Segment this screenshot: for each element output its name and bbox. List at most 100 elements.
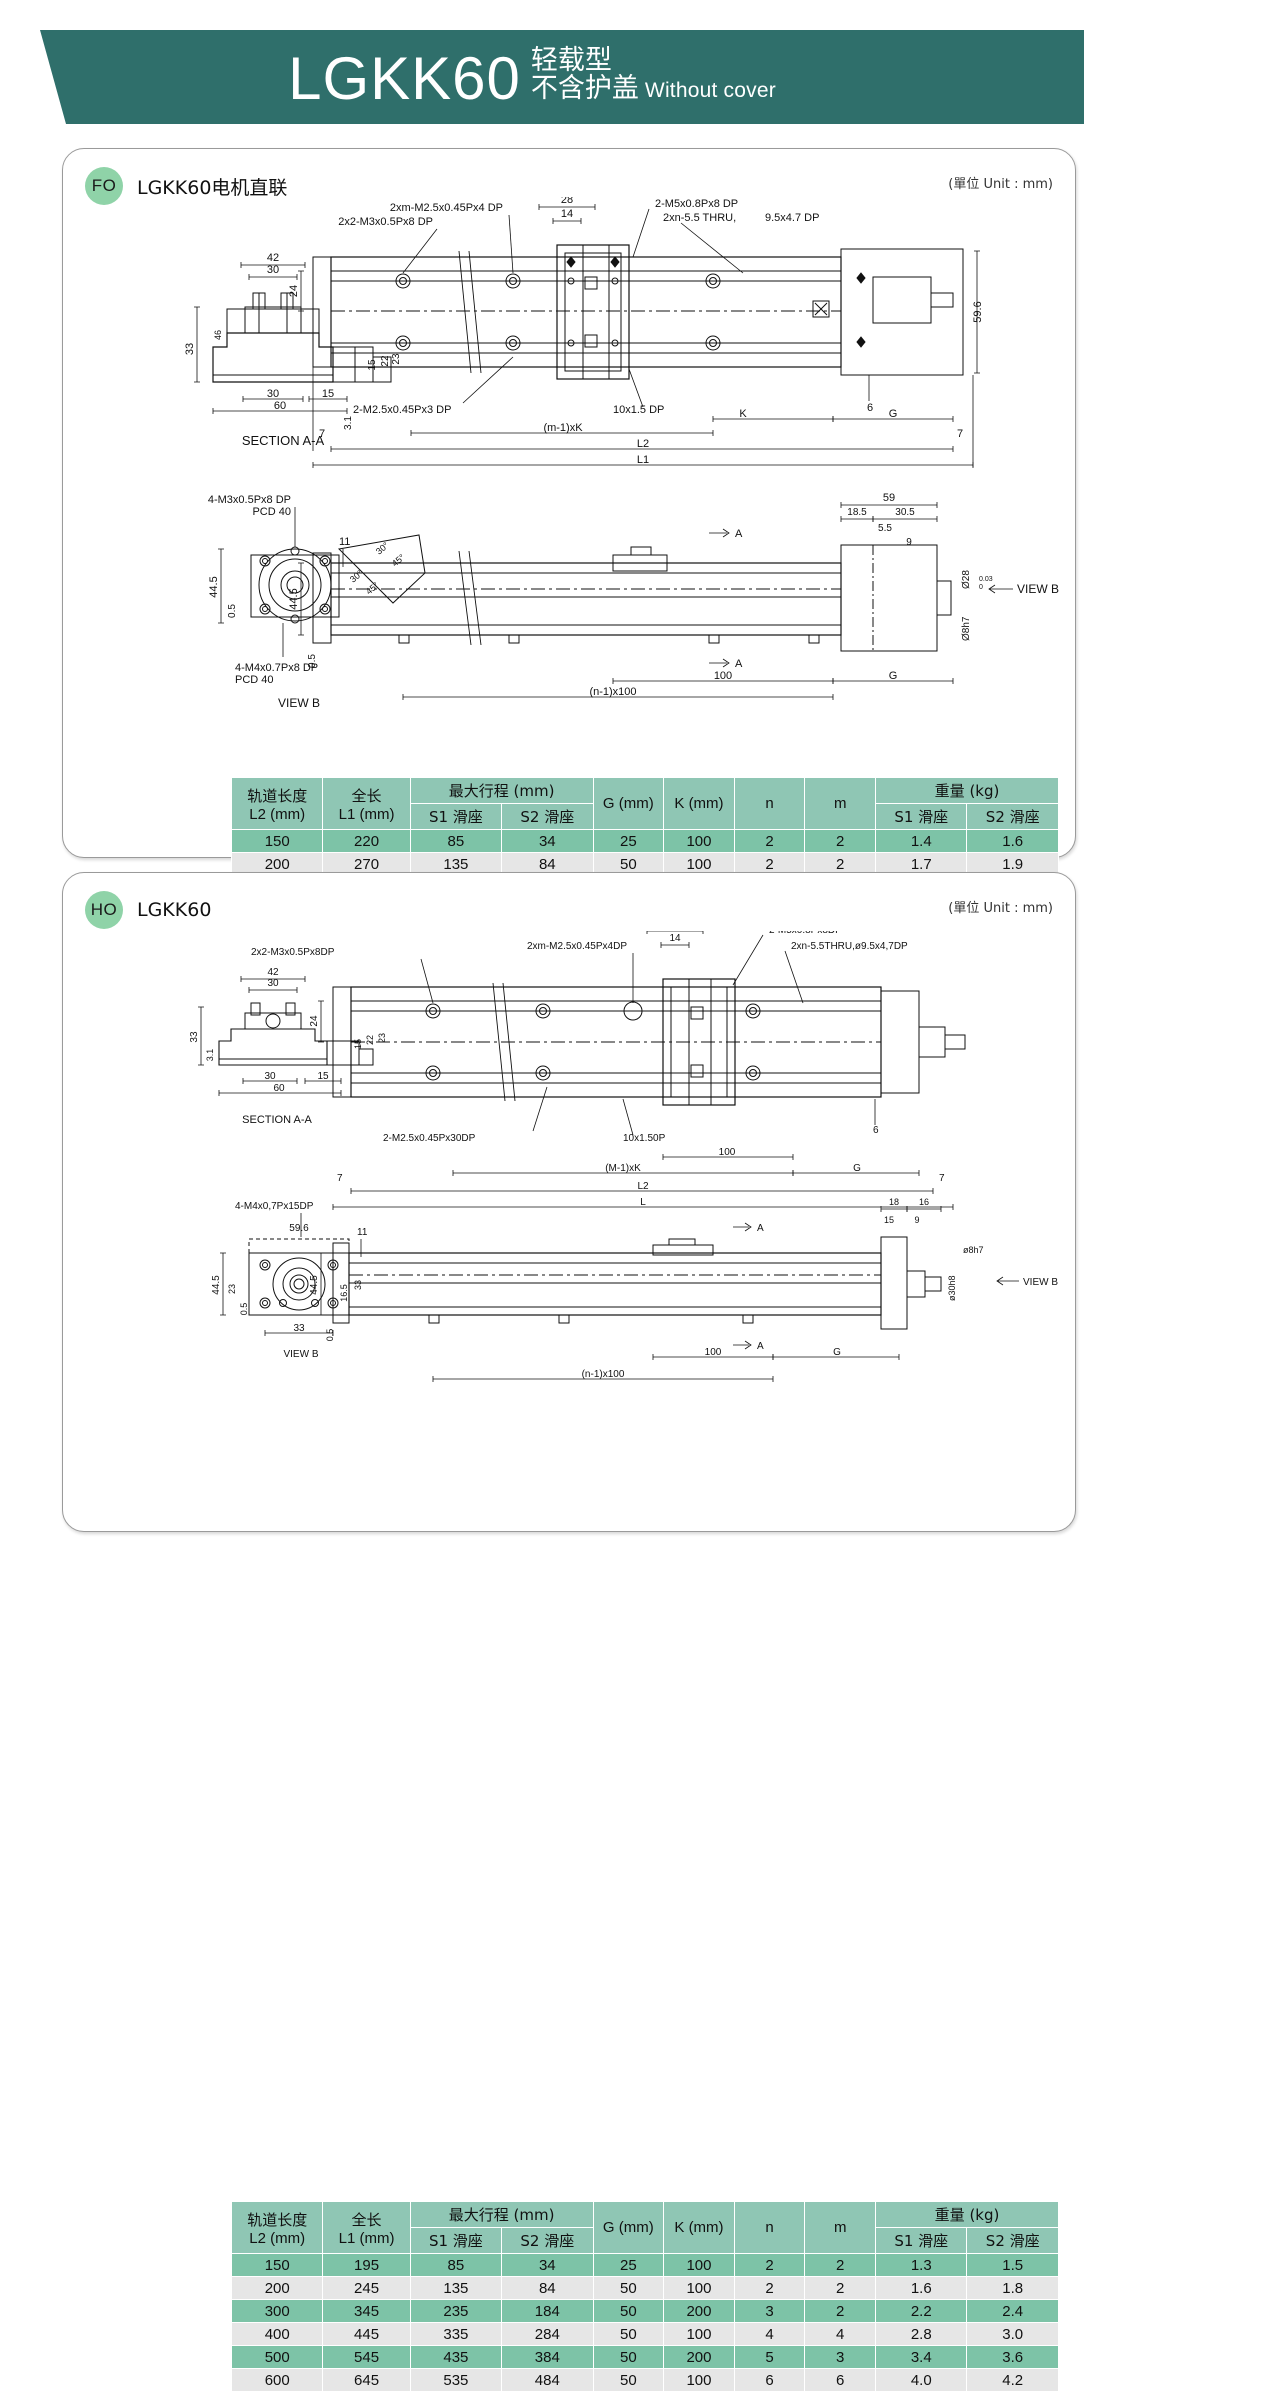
th-l2: 轨道长度 L2 (mm) <box>230 777 324 830</box>
table-cell: 50 <box>592 2276 665 2300</box>
table-cell: 1.5 <box>966 2253 1059 2277</box>
th-m: m <box>804 2201 877 2254</box>
panel-ho: HO LGKK60 (單位 Unit : mm) 42 <box>62 872 1076 2392</box>
th-g: G (mm) <box>592 777 665 830</box>
banner-subtitle-line1: 轻载型 <box>530 44 612 76</box>
svg-text:22: 22 <box>365 1035 375 1045</box>
th-l1: 全长 L1 (mm) <box>322 2201 411 2254</box>
table-cell: 400 <box>230 2322 324 2346</box>
table-cell: 100 <box>663 2322 735 2346</box>
table-cell: 500 <box>230 2345 324 2369</box>
svg-text:30: 30 <box>267 264 279 276</box>
svg-text:7: 7 <box>319 428 325 440</box>
table-cell: 50 <box>592 2322 665 2346</box>
table-cell: 50 <box>592 2299 665 2323</box>
svg-text:Ø8h7: Ø8h7 <box>961 616 972 641</box>
svg-text:18.5: 18.5 <box>847 507 867 518</box>
th-weight-s1: S1 滑座 <box>875 803 968 830</box>
th-g: G (mm) <box>592 2201 665 2254</box>
table-cell: 1.9 <box>966 852 1059 876</box>
th-l2-line2: L2 (mm) <box>249 805 306 823</box>
svg-text:0.5: 0.5 <box>307 654 318 668</box>
table-cell: 6 <box>733 2368 806 2392</box>
svg-text:33: 33 <box>184 343 196 355</box>
table-cell: 100 <box>663 2276 735 2300</box>
table-cell: 34 <box>501 2253 594 2277</box>
th-l2: 轨道长度 L2 (mm) <box>230 2201 324 2254</box>
svg-text:A: A <box>735 658 743 670</box>
svg-text:ø30h8: ø30h8 <box>947 1275 957 1301</box>
panel-ho-unit-note: (單位 Unit : mm) <box>948 901 1053 916</box>
panel-ho-header: HO LGKK60 <box>85 891 211 929</box>
svg-text:10x1.5 DP: 10x1.5 DP <box>613 404 664 416</box>
svg-text:0.03: 0.03 <box>979 576 993 583</box>
table-cell: 3.0 <box>966 2322 1059 2346</box>
svg-text:G: G <box>833 1347 841 1358</box>
svg-text:4-M4x0.7Px8 DP: 4-M4x0.7Px8 DP <box>235 662 318 674</box>
svg-text:9: 9 <box>914 1215 919 1225</box>
svg-text:30: 30 <box>267 388 279 400</box>
table-cell: 2.8 <box>875 2322 968 2346</box>
table-cell: 1.6 <box>966 829 1059 853</box>
svg-text:14: 14 <box>561 208 573 220</box>
svg-text:Ø28: Ø28 <box>961 570 972 589</box>
svg-text:44.5: 44.5 <box>288 588 300 609</box>
svg-text:G: G <box>853 1163 861 1174</box>
table-cell: 484 <box>501 2368 594 2392</box>
table-cell: 50 <box>592 2345 665 2369</box>
svg-text:9: 9 <box>906 537 912 548</box>
table-cell: 2 <box>733 2253 806 2277</box>
table-cell: 50 <box>592 2368 665 2392</box>
table-cell: 200 <box>663 2299 735 2323</box>
svg-text:9.5x4.7 DP: 9.5x4.7 DP <box>765 212 819 224</box>
svg-text:23: 23 <box>227 1284 237 1294</box>
svg-text:2xm-M2.5x0.45Px4 DP: 2xm-M2.5x0.45Px4 DP <box>390 202 503 214</box>
panel-fo-badge: FO <box>85 167 123 205</box>
table-cell: 3.6 <box>966 2345 1059 2369</box>
table-cell: 50 <box>592 852 665 876</box>
svg-text:4-M3x0.5Px8 DP: 4-M3x0.5Px8 DP <box>208 494 291 506</box>
th-l1: 全长 L1 (mm) <box>322 777 411 830</box>
svg-text:30°: 30° <box>374 540 391 557</box>
th-stroke-s2: S2 滑座 <box>501 2227 594 2254</box>
svg-text:46: 46 <box>213 330 223 340</box>
table-cell: 2 <box>804 829 877 853</box>
svg-text:G: G <box>889 670 898 682</box>
svg-text:G: G <box>889 408 898 420</box>
table-cell: 335 <box>409 2322 503 2346</box>
th-l1-line1: 全长 <box>351 2210 382 2229</box>
table-cell: 345 <box>322 2299 411 2323</box>
svg-text:0.5: 0.5 <box>325 1329 335 1342</box>
table-cell: 200 <box>663 2345 735 2369</box>
svg-text:16.5: 16.5 <box>339 1284 349 1302</box>
svg-text:33: 33 <box>189 1031 200 1043</box>
svg-text:42: 42 <box>267 967 279 978</box>
svg-text:7: 7 <box>957 428 963 440</box>
table-cell: 4 <box>733 2322 806 2346</box>
svg-text:100: 100 <box>714 670 732 682</box>
table-cell: 85 <box>409 829 503 853</box>
svg-text:(n-1)x100: (n-1)x100 <box>582 1369 625 1380</box>
svg-text:L: L <box>640 1197 646 1208</box>
th-weight-s1: S1 滑座 <box>875 2227 968 2254</box>
svg-text:44.5: 44.5 <box>309 1275 320 1295</box>
svg-text:59.6: 59.6 <box>289 1223 309 1234</box>
table-cell: 235 <box>409 2299 503 2323</box>
svg-text:30: 30 <box>264 1071 276 1082</box>
svg-text:42: 42 <box>267 252 279 264</box>
panel-ho-title: LGKK60 <box>137 899 212 921</box>
table-cell: 2 <box>804 2276 877 2300</box>
svg-text:(M-1)xK: (M-1)xK <box>605 1163 641 1174</box>
svg-text:K: K <box>739 408 747 420</box>
svg-text:2x2-M3x0.5Px8 DP: 2x2-M3x0.5Px8 DP <box>338 216 433 228</box>
table-cell: 100 <box>663 829 735 853</box>
svg-text:59: 59 <box>883 492 895 504</box>
panel-fo-title: LGKK60电机直联 <box>137 176 288 199</box>
svg-text:SECTION A-A: SECTION A-A <box>242 433 325 448</box>
svg-text:44.5: 44.5 <box>211 1275 222 1295</box>
svg-text:60: 60 <box>274 400 286 412</box>
table-cell: 5 <box>733 2345 806 2369</box>
svg-text:2xn-5.5 THRU,: 2xn-5.5 THRU, <box>663 212 736 224</box>
th-l1-line1: 全长 <box>351 786 382 805</box>
